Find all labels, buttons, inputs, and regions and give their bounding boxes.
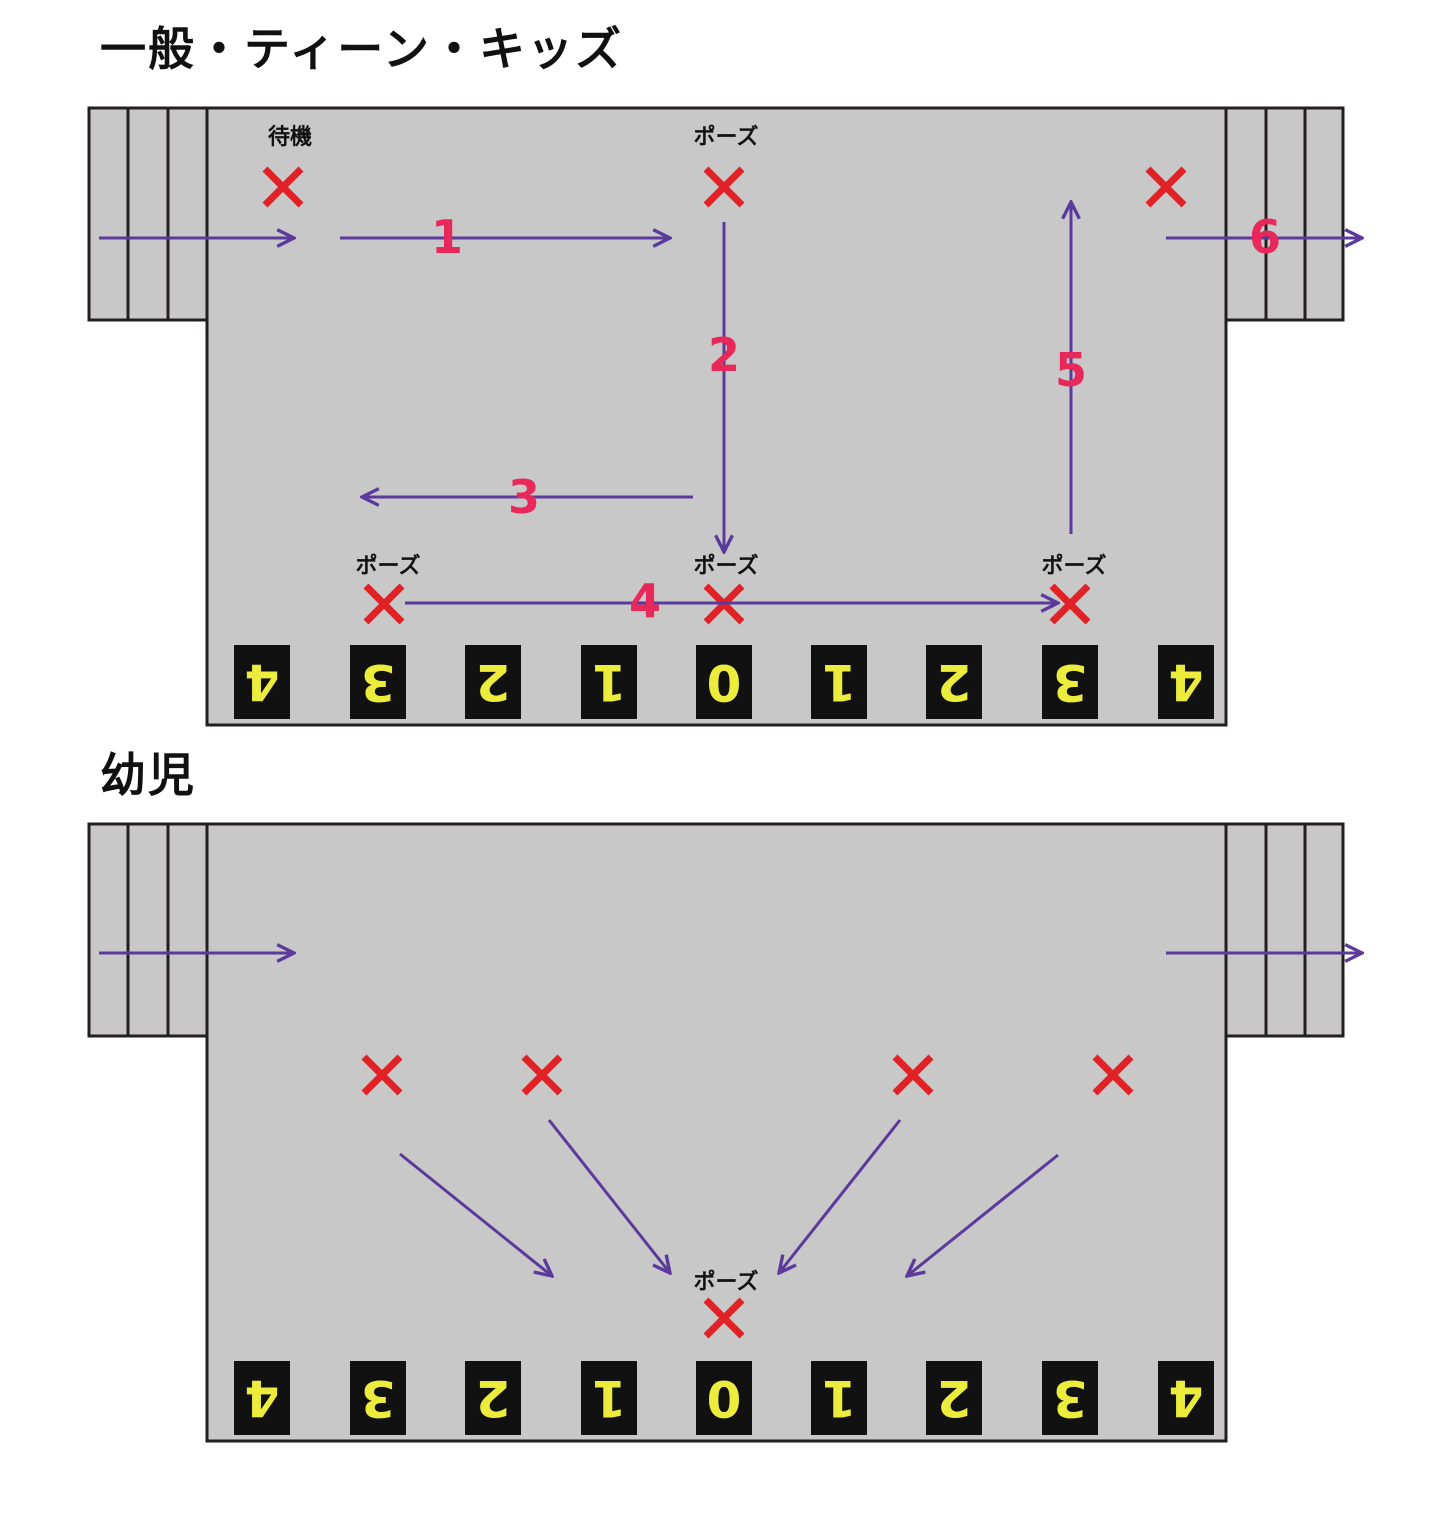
floor-number-plate [1042, 1361, 1098, 1435]
stage-main [205, 106, 1228, 727]
floor-number-plate [581, 645, 637, 719]
floor-number-plate [350, 645, 406, 719]
floor-number: 2 [937, 653, 972, 711]
movement-arrow [399, 1152, 552, 1276]
movement-arrow [547, 1119, 670, 1273]
floor-number: 4 [1169, 653, 1204, 711]
stage-wing-right [1224, 822, 1345, 1038]
stage-wing-left [87, 106, 209, 322]
position-mark-icon [1049, 583, 1091, 625]
floor-number: 1 [592, 1369, 627, 1427]
section-title-general: 一般・ティーン・キッズ [100, 22, 623, 76]
floor-number: 1 [822, 1369, 857, 1427]
floor-number: 1 [822, 653, 857, 711]
stage-wing-right [1224, 106, 1345, 322]
floor-number-plate [811, 645, 867, 719]
position-mark-icon [703, 166, 745, 208]
position-label: ポーズ [694, 553, 759, 579]
position-label: ポーズ [694, 124, 759, 150]
position-mark-icon [363, 583, 405, 625]
position-label: ポーズ [356, 553, 421, 579]
floor-number-plate [811, 1361, 867, 1435]
step-number: 1 [431, 210, 463, 264]
stage-wing-left [87, 822, 209, 1038]
floor-number: 2 [476, 1369, 511, 1427]
floor-number-plate [926, 1361, 982, 1435]
floor-number-plate [1042, 645, 1098, 719]
floor-number-plate [1158, 1361, 1214, 1435]
section-title-infant: 幼児 [100, 748, 196, 802]
floor-number: 2 [476, 653, 511, 711]
floor-number-plate [350, 1361, 406, 1435]
floor-number: 3 [361, 1369, 396, 1427]
floor-number: 1 [592, 653, 627, 711]
position-mark-icon [892, 1054, 934, 1096]
stage-2: 4 3 2 1 0 1 2 3 4 [87, 822, 1345, 1443]
step-number: 4 [629, 574, 661, 628]
position-mark-icon [361, 1054, 403, 1096]
floor-number: 3 [361, 653, 396, 711]
floor-number-plate [234, 645, 290, 719]
stage-main [205, 822, 1228, 1443]
floor-number: 4 [245, 1369, 280, 1427]
floor-number-plate [1158, 645, 1214, 719]
position-mark-icon [703, 1297, 745, 1339]
floor-number-plate [465, 645, 521, 719]
step-number: 3 [508, 470, 540, 524]
position-label: ポーズ [694, 1269, 759, 1295]
floor-number: 3 [1053, 1369, 1088, 1427]
floor-number-plate [696, 645, 752, 719]
floor-number-plate [234, 1361, 290, 1435]
position-mark-icon [1145, 166, 1187, 208]
position-label: 待機 [268, 124, 312, 150]
movement-arrow [907, 1153, 1059, 1276]
position-mark-icon [262, 166, 304, 208]
step-number: 5 [1055, 343, 1087, 397]
position-label: ポーズ [1042, 553, 1107, 579]
floor-number: 0 [707, 653, 742, 711]
movement-arrow [779, 1119, 902, 1273]
position-mark-icon [521, 1054, 563, 1096]
floor-number-plate [696, 1361, 752, 1435]
floor-number-plate [465, 1361, 521, 1435]
floor-number: 4 [245, 653, 280, 711]
floor-number-plate [926, 645, 982, 719]
floor-number: 3 [1053, 653, 1088, 711]
floor-number: 0 [707, 1369, 742, 1427]
step-number: 6 [1249, 210, 1281, 264]
step-number: 2 [708, 328, 740, 382]
floor-number-plate [581, 1361, 637, 1435]
position-mark-icon [1092, 1054, 1134, 1096]
floor-number: 2 [937, 1369, 972, 1427]
floor-number: 4 [1169, 1369, 1204, 1427]
